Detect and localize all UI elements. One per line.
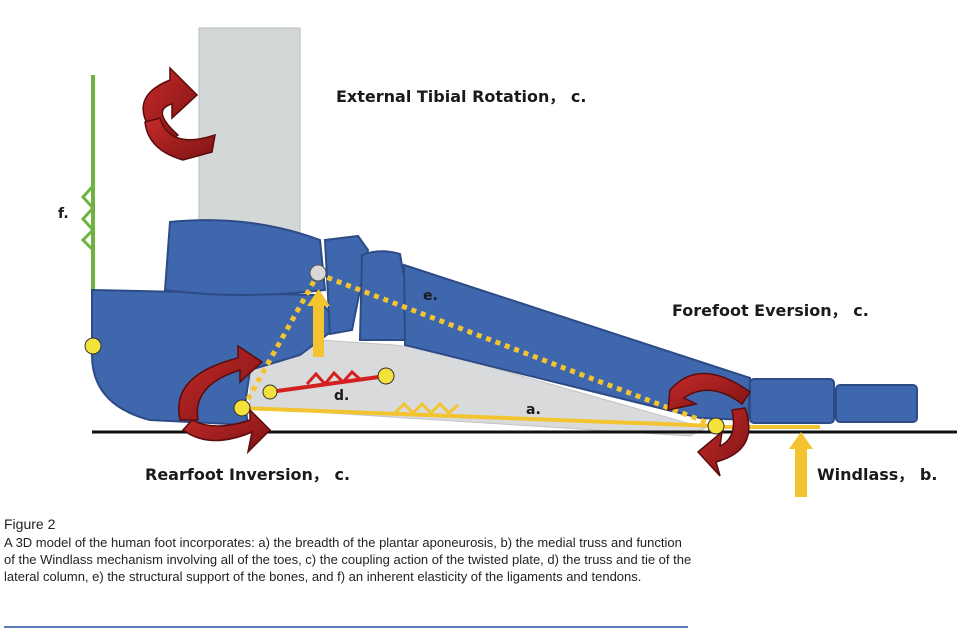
lateral-node-right bbox=[377, 367, 395, 385]
plantar-aponeurosis-a bbox=[241, 401, 717, 428]
figure-caption-text: A 3D model of the human foot incorporate… bbox=[4, 535, 692, 584]
lateral-node-left bbox=[262, 384, 278, 400]
metatarsal-bone bbox=[402, 263, 752, 422]
foot-model-diagram: External Tibial Rotation， c. Forefoot Ev… bbox=[58, 27, 957, 497]
figure-number: Figure 2 bbox=[4, 516, 56, 532]
forefoot-rotation-arrow-icon bbox=[667, 372, 752, 477]
label-windlass: Windlass， b. bbox=[817, 465, 937, 484]
midfoot-up-arrow-icon bbox=[307, 289, 330, 357]
figure-caption: Figure 2 A 3D model of the human foot in… bbox=[4, 516, 694, 585]
label-external-tibial-rotation: External Tibial Rotation， c. bbox=[336, 87, 586, 106]
bone-truss-e bbox=[240, 271, 717, 429]
calcaneus-bone bbox=[91, 288, 342, 427]
caption-divider bbox=[4, 626, 688, 628]
talus-node bbox=[309, 264, 327, 282]
label-a: a. bbox=[526, 402, 541, 418]
distal-phalanx-bone bbox=[835, 384, 918, 423]
label-rearfoot-inversion: Rearfoot Inversion， c. bbox=[145, 465, 350, 484]
tibia-bone bbox=[198, 27, 301, 251]
label-d: d. bbox=[334, 388, 349, 404]
rearfoot-rotation-arrow-icon bbox=[178, 344, 272, 455]
label-f: f. bbox=[58, 206, 69, 222]
lateral-column-tie-d bbox=[269, 369, 387, 394]
talus-bone bbox=[163, 219, 327, 296]
heel-node bbox=[84, 337, 102, 355]
rearfoot-node bbox=[233, 399, 251, 417]
proximal-phalanx-bone bbox=[749, 378, 835, 424]
label-e: e. bbox=[423, 288, 438, 304]
tibial-rotation-arrow-icon bbox=[142, 66, 216, 161]
windlass-up-arrow-icon bbox=[789, 432, 813, 497]
label-forefoot-eversion: Forefoot Eversion， c. bbox=[672, 301, 869, 320]
forefoot-node bbox=[707, 417, 725, 435]
